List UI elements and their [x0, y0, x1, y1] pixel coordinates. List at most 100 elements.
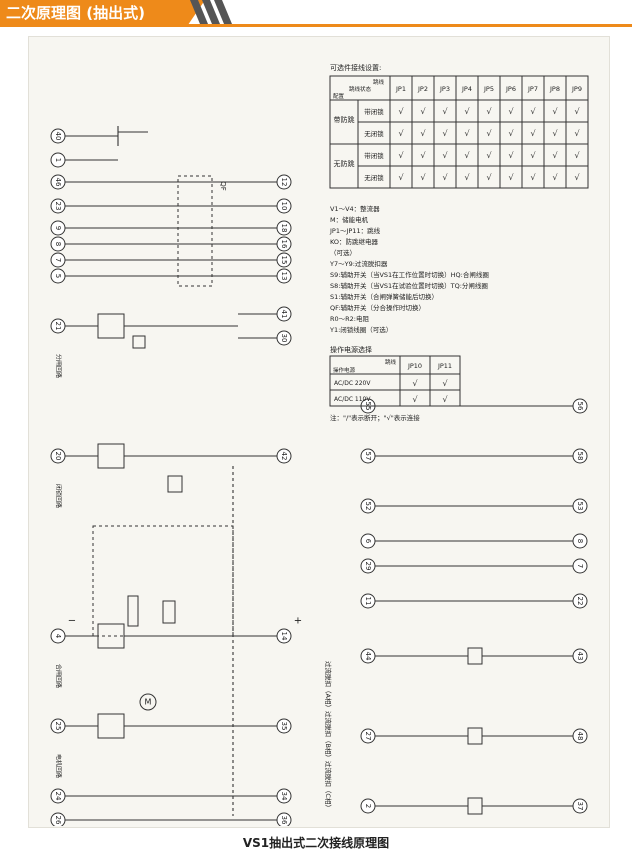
config-cell: √ — [574, 173, 580, 182]
trip-coil-tq — [132, 335, 146, 349]
terminal-aux-left-57: 57 — [364, 452, 372, 461]
config-cell: √ — [398, 107, 404, 116]
power-row-label: AC/DC 110V — [334, 396, 371, 403]
terminal-24: 24 — [54, 792, 62, 801]
config-cell: √ — [486, 129, 492, 138]
config-cell: √ — [442, 129, 448, 138]
legend-item: KO：防跳继电器 — [330, 237, 379, 246]
resistor-r0 — [127, 595, 139, 627]
terminal-top-right-18: 18 — [280, 224, 288, 233]
config-cell: √ — [552, 107, 558, 116]
rectifier-v4 — [97, 443, 125, 469]
terminal-motor-left: 25 — [54, 722, 62, 731]
rectifier-v1 — [97, 713, 125, 739]
terminal-oc-right-43-symbol — [572, 648, 588, 664]
terminal-lock-right-symbol — [276, 448, 292, 464]
config-col-header-JP5: JP5 — [483, 85, 494, 93]
config-cell: √ — [420, 151, 426, 160]
config-cell: √ — [486, 151, 492, 160]
terminal-aux-right-58: 58 — [576, 452, 584, 461]
config-col-header-JP3: JP3 — [439, 85, 450, 93]
terminal-trip-right-30: 30 — [280, 334, 288, 343]
legend-item: Y7～Y9:过流脱扣器 — [329, 259, 388, 268]
diagram-sheet — [28, 36, 610, 828]
qf-label-top: QF — [219, 181, 227, 191]
config-cell: √ — [530, 107, 536, 116]
terminal-top-right-16-symbol — [276, 236, 292, 252]
config-table-title: 可选件接线设置: — [330, 63, 381, 72]
legend-item: S9:辅助开关（当VS1在工作位置时切换）HQ:合闸线圈 — [330, 270, 489, 279]
power-cell: √ — [442, 379, 448, 388]
config-cell: √ — [398, 173, 404, 182]
legend-item: S8:辅助开关（当VS1在试验位置时切换）TQ:分闸线圈 — [330, 281, 488, 290]
power-corner-top: 跳线 — [385, 358, 397, 366]
power-col-header-JP11: JP11 — [437, 362, 452, 370]
plus-sign: + — [294, 616, 302, 627]
oc-coil-y9 — [467, 647, 483, 665]
lock-coil-y1 — [167, 475, 183, 493]
terminal-aux-right-58-symbol — [572, 448, 588, 464]
config-corner-top: 跳线 — [373, 78, 385, 86]
config-cell: √ — [486, 173, 492, 182]
terminal-aux-right-22-symbol — [572, 593, 588, 609]
config-cell: √ — [464, 151, 470, 160]
config-cell: √ — [508, 173, 514, 182]
terminal-oc-left-44: 44 — [364, 652, 372, 661]
overcurrent-label: 过流脱扣（A相）过流脱扣（B相）过流脱扣（C相） — [324, 661, 333, 811]
terminal-aux-right-22: 22 — [576, 597, 584, 606]
config-cell: √ — [486, 107, 492, 116]
terminal-top-right-15-symbol — [276, 252, 292, 268]
terminal-26: 26 — [54, 816, 62, 825]
config-corner-bottom: 配置 — [333, 93, 345, 100]
power-col-header-JP10: JP10 — [407, 362, 422, 370]
terminal-lock-right: 42 — [280, 452, 288, 461]
terminal-aux-left-52: 52 — [364, 502, 372, 511]
lock-circuit-label: 闭锁回路 — [55, 484, 63, 508]
terminal-top-right-18-symbol — [276, 220, 292, 236]
terminal-aux-right-8: 8 — [576, 539, 584, 543]
page-header: 二次原理图 (抽出式) — [0, 0, 632, 30]
power-cell: √ — [412, 379, 418, 388]
terminal-top-left-9: 9 — [54, 226, 62, 230]
legend-item: S1:辅助开关（合闸弹簧储能后切换） — [330, 292, 438, 301]
legend-item: Y1:闭锁线圈（可选） — [329, 325, 392, 334]
terminal-oc-right-43: 43 — [576, 652, 584, 661]
terminal-aux-right-53-symbol — [572, 498, 588, 514]
header-rule — [0, 24, 632, 27]
trip-circuit-label: 分闸回路 — [55, 354, 63, 378]
terminal-close-right: 14 — [280, 632, 288, 641]
terminal-aux-left-11: 11 — [364, 597, 372, 606]
config-col-header-JP7: JP7 — [527, 85, 538, 93]
config-cell: √ — [420, 129, 426, 138]
header-stripes-icon — [190, 0, 232, 24]
terminal-top-right-13: 13 — [280, 272, 288, 281]
close-coil-hq — [162, 600, 176, 624]
terminal-top-right-12-symbol — [276, 174, 292, 190]
power-table-border — [329, 355, 461, 407]
config-cell: √ — [464, 107, 470, 116]
minus-sign: − — [68, 616, 76, 627]
terminal-aux-right-8-symbol — [572, 533, 588, 549]
config-cell: √ — [508, 151, 514, 160]
config-row-label: 无闭锁 — [364, 129, 384, 138]
terminal-34: 34 — [280, 792, 288, 801]
terminal-top-right-15: 15 — [280, 256, 288, 265]
config-col-header-JP8: JP8 — [549, 85, 560, 93]
config-cell: √ — [442, 107, 448, 116]
config-cell: √ — [420, 107, 426, 116]
terminal-top-left-7: 7 — [54, 258, 62, 262]
config-cell: √ — [530, 129, 536, 138]
legend-item: （可选） — [330, 248, 356, 257]
config-cell: √ — [508, 107, 514, 116]
config-col-header-JP2: JP2 — [417, 85, 428, 93]
figure-caption: VS1抽出式二次接线原理图 — [242, 836, 390, 850]
config-col-header-JP9: JP9 — [571, 85, 582, 93]
power-row-label: AC/DC 220V — [334, 380, 371, 387]
terminal-trip-left: 21 — [54, 322, 62, 331]
legend-item: R0～R2:电阻 — [330, 314, 369, 323]
terminal-oc-right-37: 37 — [576, 802, 584, 811]
terminal-top-right-10: 10 — [280, 202, 288, 211]
terminal-oc-left-27: 27 — [364, 732, 372, 741]
